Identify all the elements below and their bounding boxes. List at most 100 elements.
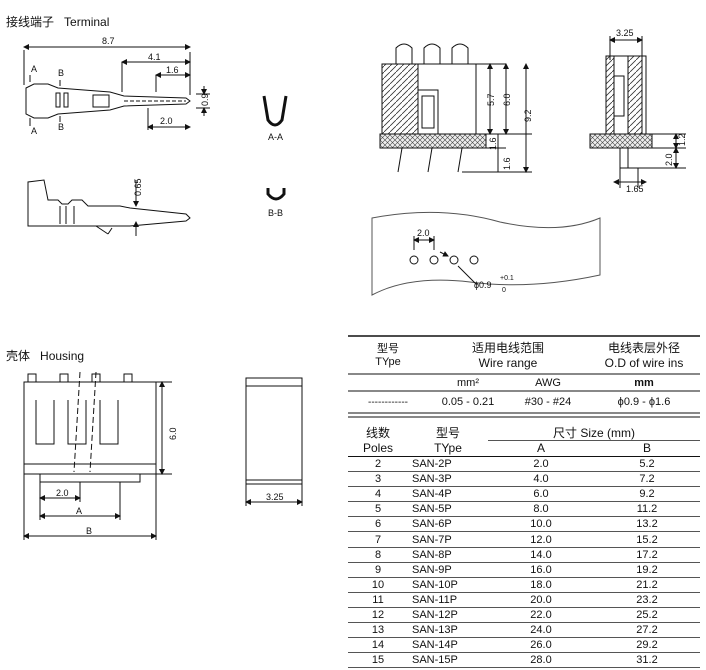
housing-title-cn: 壳体: [6, 349, 31, 363]
dim-p-20: 2.0: [417, 228, 430, 238]
cell-a: 22.0: [488, 607, 594, 624]
dim-s-165: 1.65: [626, 184, 644, 194]
size-type-cn: 型号: [435, 426, 460, 441]
wire-mm2-value: 0.05 - 0.21: [441, 396, 495, 408]
cell-type: SAN-5P: [408, 501, 488, 518]
dim-h-16b: 1.6: [502, 157, 512, 170]
cell-poles: 12: [348, 607, 408, 624]
wire-type-header: 型号 TYpe: [348, 338, 428, 374]
housing-title-en: Housing: [40, 349, 85, 363]
wire-od-value: ϕ0.9 - ϕ1.6: [617, 396, 671, 408]
wire-od-header: 电线表层外径 O.D of wire ins: [588, 338, 700, 374]
cell-b: 11.2: [594, 501, 700, 518]
dim-s-20: 2.0: [664, 153, 674, 166]
dim-hs-325: 3.25: [266, 492, 284, 502]
label-a-bottom: A: [31, 126, 37, 136]
cell-a: 2.0: [488, 456, 594, 473]
unit-awg: AWG: [535, 376, 561, 389]
cell-type: SAN-12P: [408, 607, 488, 624]
cell-poles: 13: [348, 622, 408, 639]
poles-en: Poles: [348, 440, 408, 457]
dim-t-09: 0.9: [200, 93, 210, 106]
pcb-hole-pattern: [371, 211, 601, 296]
cell-type: SAN-6P: [408, 516, 488, 533]
dim-h-60: 6.0: [502, 93, 512, 106]
dim-hs-60: 6.0: [168, 427, 178, 440]
cell-poles: 8: [348, 547, 408, 563]
size-header: 尺寸 Size (mm): [488, 426, 700, 441]
cell-type: SAN-7P: [408, 531, 488, 548]
wire-od-cn: 电线表层外径: [607, 341, 680, 355]
cell-a: 10.0: [488, 516, 594, 533]
wire-type-en: TYpe: [375, 356, 401, 368]
label-b-top: B: [58, 68, 64, 78]
col-a: A: [488, 440, 594, 457]
dim-p-tol-up: +0.1: [500, 275, 514, 282]
cell-a: 12.0: [488, 531, 594, 548]
housing-side-view: [245, 377, 303, 506]
terminal-title-cn: 接线端子: [6, 15, 55, 29]
housing-section-view: [379, 43, 532, 173]
terminal-title-en: Terminal: [64, 15, 110, 29]
terminal-title: 接线端子 Terminal: [6, 13, 109, 30]
unit-mm2: mm²: [457, 376, 479, 389]
cell-poles: 2: [348, 456, 408, 473]
col-b: B: [594, 440, 700, 457]
cell-b: 25.2: [594, 607, 700, 624]
terminal-top-view: [23, 44, 210, 130]
cell-b: 29.2: [594, 637, 700, 654]
cell-type: SAN-2P: [408, 456, 488, 473]
cell-b: 5.2: [594, 456, 700, 473]
cell-poles: 7: [348, 531, 408, 548]
cell-type: SAN-8P: [408, 547, 488, 563]
wire-range-table: 型号 TYpe 适用电线范围 Wire range 电线表层外径 O.D of …: [348, 338, 700, 413]
dim-t-065: 0.65: [133, 178, 143, 196]
cell-b: 21.2: [594, 577, 700, 593]
cell-b: 7.2: [594, 471, 700, 488]
dim-t-len: 8.7: [102, 36, 115, 46]
cell-b: 31.2: [594, 652, 700, 669]
wire-type-cn: 型号: [377, 343, 399, 355]
cell-poles: 9: [348, 562, 408, 578]
label-section-aa: A-A: [268, 132, 283, 142]
cell-type: SAN-9P: [408, 562, 488, 578]
cell-a: 4.0: [488, 471, 594, 488]
wire-od-en: O.D of wire ins: [604, 356, 684, 370]
cell-b: 9.2: [594, 486, 700, 503]
size-type-en: TYpe: [408, 440, 488, 457]
cell-type: SAN-10P: [408, 577, 488, 593]
cell-type: SAN-4P: [408, 486, 488, 503]
cell-poles: 3: [348, 471, 408, 488]
wire-range-header: 适用电线范围 Wire range: [428, 338, 588, 374]
cell-a: 16.0: [488, 562, 594, 578]
dim-hs-a: A: [76, 506, 82, 516]
cell-a: 26.0: [488, 637, 594, 654]
cell-a: 20.0: [488, 592, 594, 608]
cell-b: 27.2: [594, 622, 700, 639]
dim-s-325: 3.25: [616, 28, 634, 38]
unit-mm: mm: [634, 376, 654, 389]
wire-range-en: Wire range: [478, 356, 538, 370]
cell-poles: 11: [348, 592, 408, 608]
cell-poles: 6: [348, 516, 408, 533]
cell-b: 17.2: [594, 547, 700, 563]
dim-h-57: 5.7: [486, 93, 496, 106]
cell-type: SAN-13P: [408, 622, 488, 639]
section-aa-shape: [262, 95, 288, 127]
cell-type: SAN-15P: [408, 652, 488, 669]
cell-type: SAN-3P: [408, 471, 488, 488]
cell-poles: 14: [348, 637, 408, 654]
cell-type: SAN-14P: [408, 637, 488, 654]
dim-p-tol-dn: 0: [502, 287, 506, 294]
